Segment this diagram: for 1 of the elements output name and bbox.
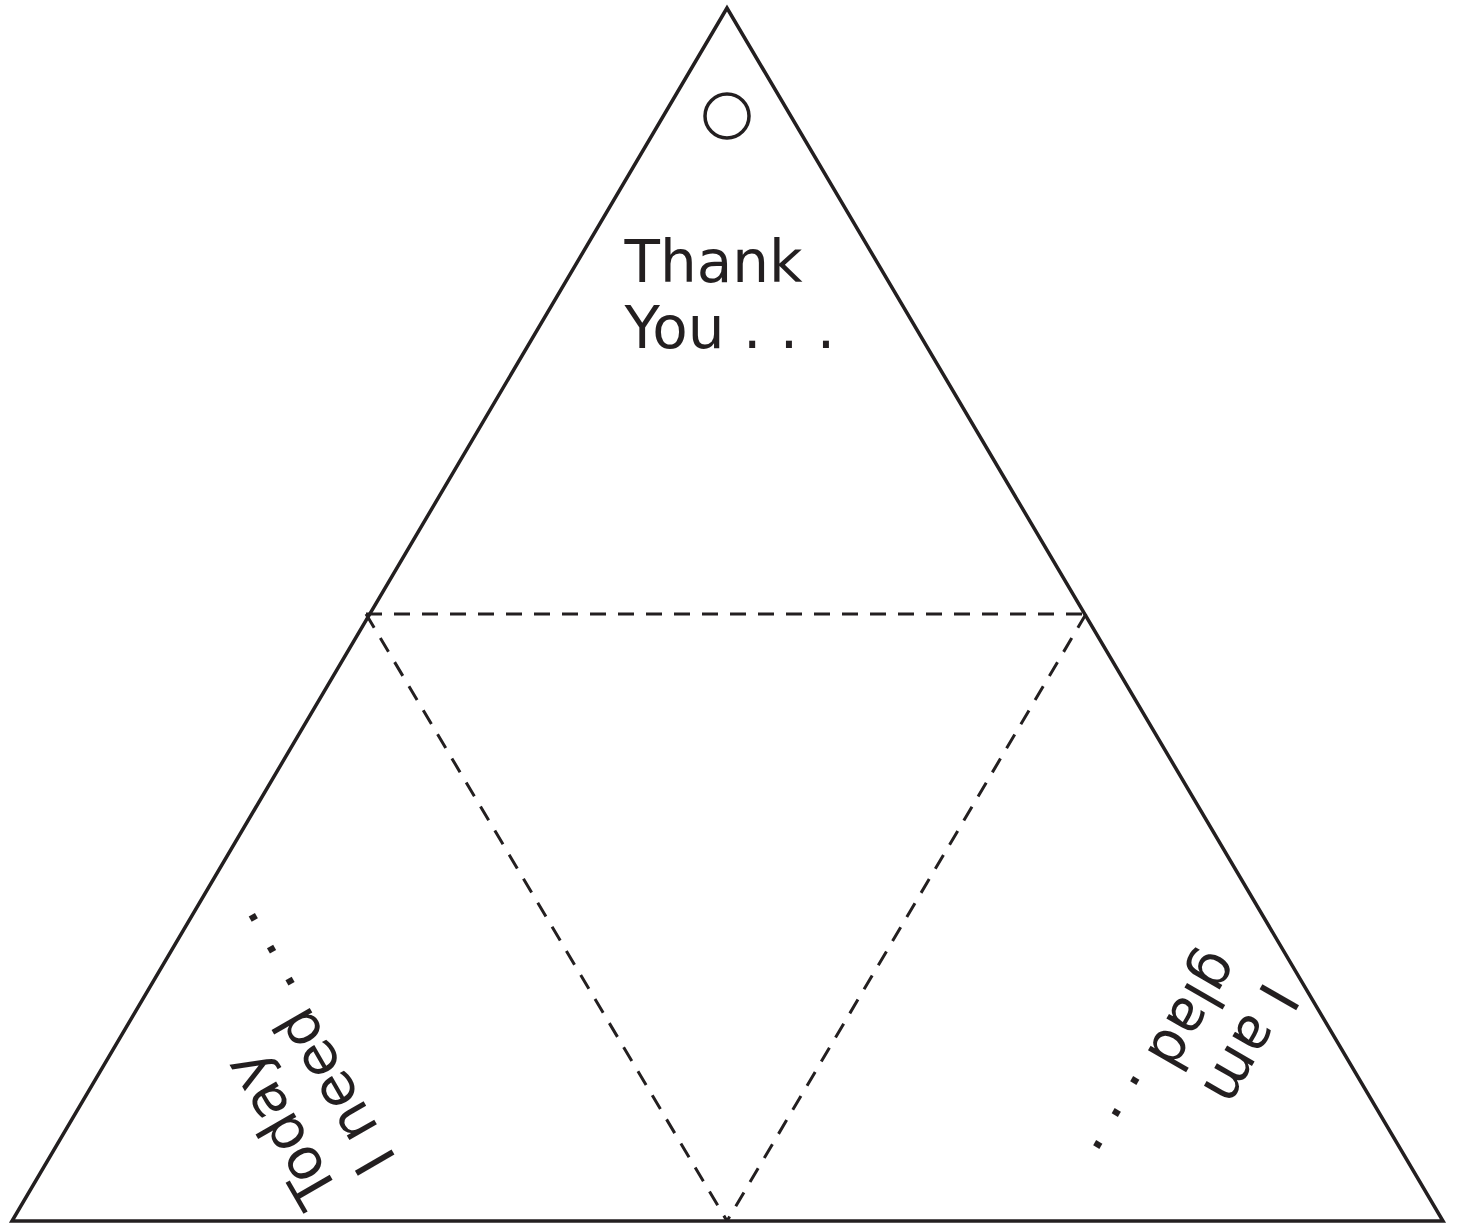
prompt-text: Thank You . . . [624, 229, 836, 361]
